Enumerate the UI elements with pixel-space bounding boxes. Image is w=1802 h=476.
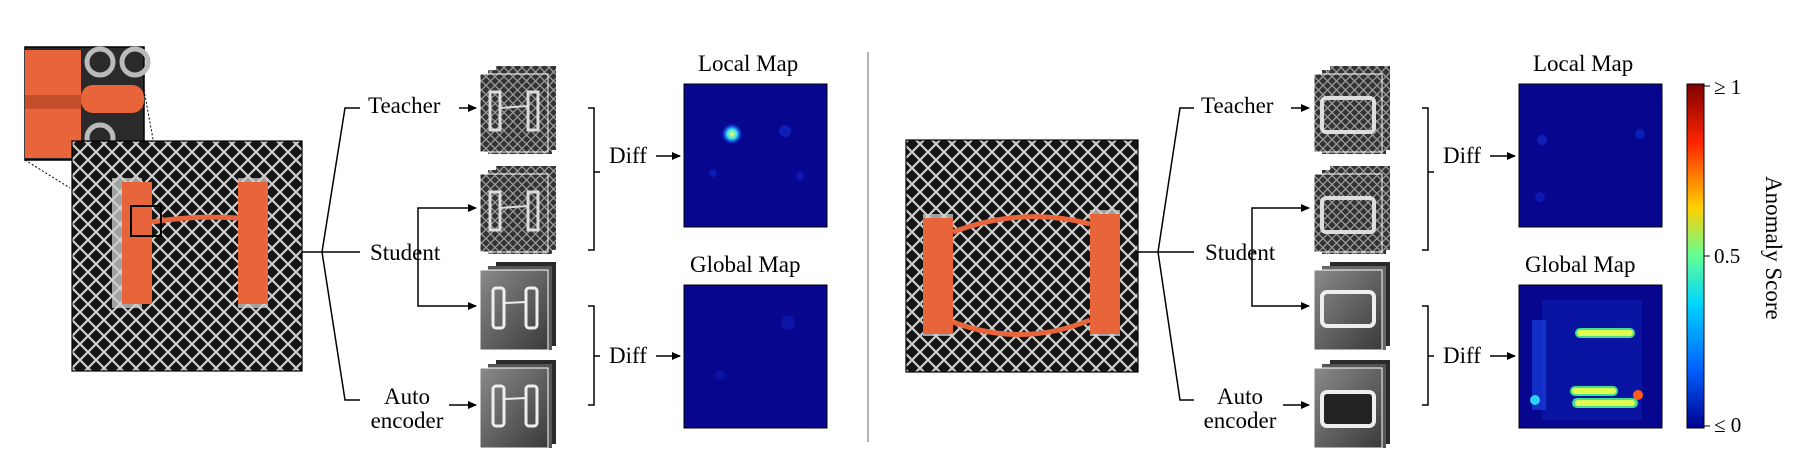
student-label: Student	[370, 240, 441, 265]
teacher-label: Teacher	[1201, 93, 1274, 118]
diff-label-local: Diff	[609, 143, 647, 168]
teacher-label: Teacher	[368, 93, 441, 118]
input-image-cable	[71, 140, 303, 372]
global-map-right	[1518, 284, 1663, 429]
colorbar-tick-top: ≥ 1	[1714, 75, 1742, 99]
teacher-features	[1313, 66, 1390, 154]
global-map-left	[683, 284, 828, 429]
autoencoder-label: Auto encoder	[368, 385, 446, 433]
diff-bracket	[588, 107, 600, 251]
colorbar-tick-mid: 0.5	[1714, 244, 1741, 268]
input-image-cable-defect	[905, 139, 1139, 373]
autoencoder-label-line2: encoder	[370, 408, 444, 433]
autoencoder-label: Auto encoder	[1201, 385, 1279, 433]
student-features-global	[479, 262, 556, 351]
zoom-line	[24, 159, 71, 189]
left-panel	[24, 46, 828, 449]
diff-label-global: Diff	[1443, 343, 1481, 368]
diff-bracket	[1422, 107, 1434, 251]
student-features-global	[1313, 262, 1390, 351]
autoencoder-label-line1: Auto	[384, 384, 430, 409]
colorbar-tick-bottom: ≤ 0	[1714, 413, 1742, 437]
teacher-features	[479, 66, 556, 154]
colorbar	[1686, 83, 1710, 429]
student-features-local	[479, 166, 556, 254]
local-map-left	[683, 83, 828, 228]
global-map-title: Global Map	[1525, 252, 1636, 277]
right-panel	[905, 66, 1710, 449]
student-label: Student	[1205, 240, 1276, 265]
diff-label-local: Diff	[1443, 143, 1481, 168]
local-map-title: Local Map	[698, 51, 799, 76]
zoom-line	[143, 89, 163, 189]
local-map-right	[1518, 83, 1663, 228]
autoencoder-label-line1: Auto	[1217, 384, 1263, 409]
diff-bracket	[588, 305, 600, 406]
fan-connector	[302, 107, 360, 401]
diff-bracket	[1422, 305, 1434, 406]
student-features-local	[1313, 166, 1390, 254]
autoencoder-features	[1313, 360, 1390, 449]
diff-label-global: Diff	[609, 343, 647, 368]
autoencoder-label-line2: encoder	[1203, 408, 1277, 433]
autoencoder-features	[479, 360, 556, 449]
global-map-title: Global Map	[690, 252, 801, 277]
colorbar-title: Anomaly Score	[1761, 176, 1786, 320]
local-map-title: Local Map	[1533, 51, 1634, 76]
fan-connector	[1138, 107, 1194, 401]
